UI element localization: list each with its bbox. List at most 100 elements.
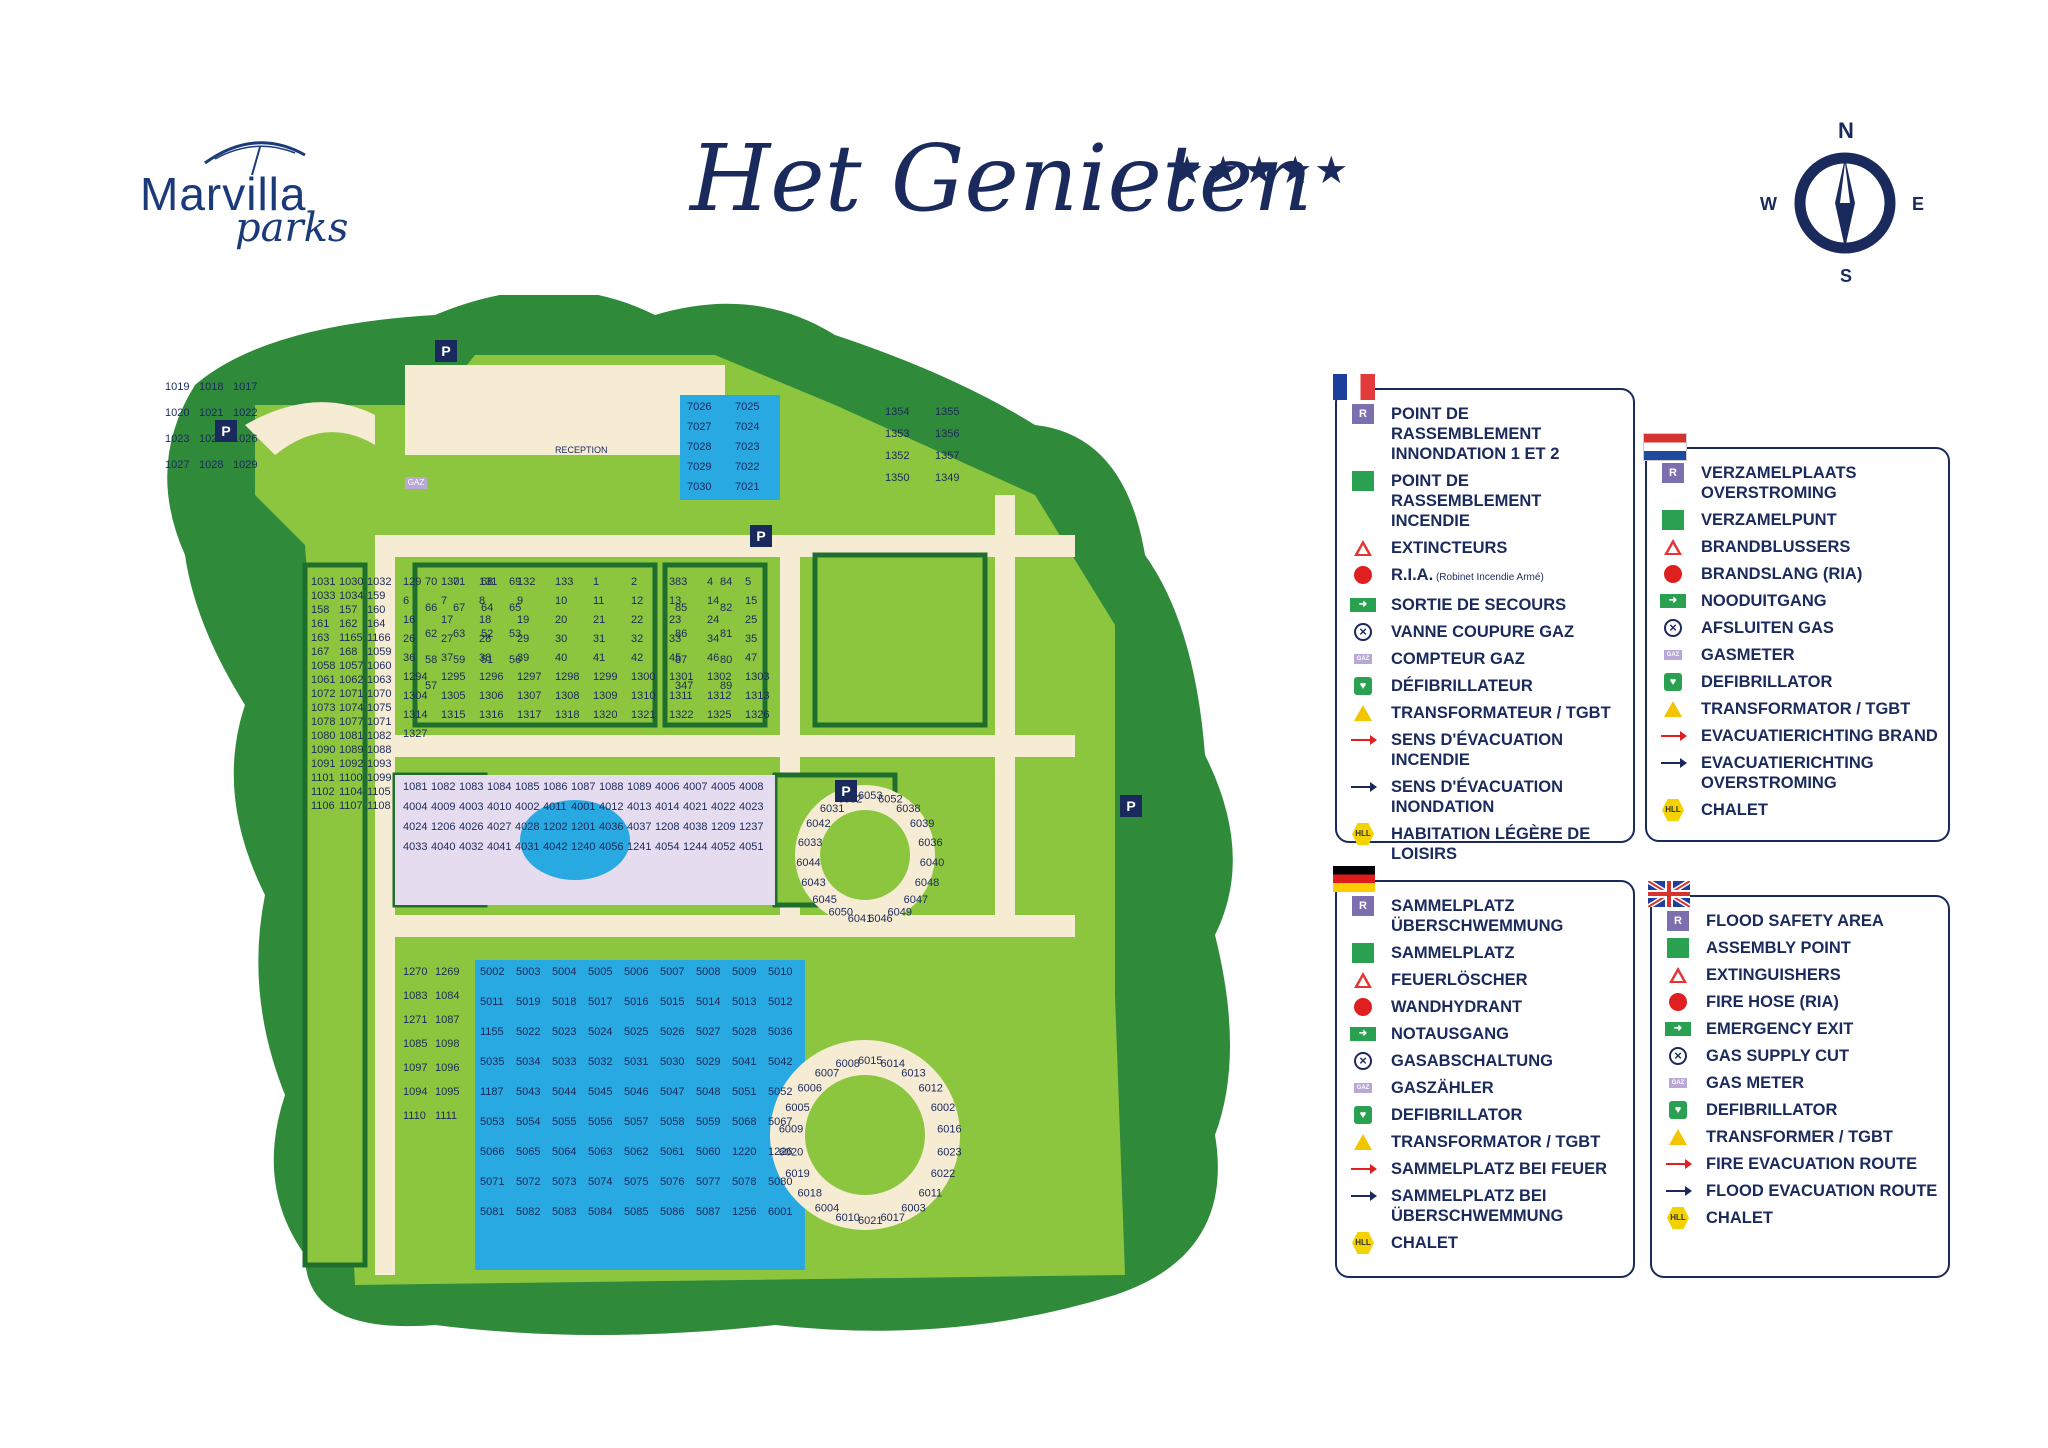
gas-meter-icon: GAZ <box>1349 1078 1377 1098</box>
legend-label: GAS METER <box>1706 1074 1805 1092</box>
lot-number: 1317 <box>517 709 541 721</box>
emergency-exit-icon: ➜ <box>1664 1019 1692 1039</box>
legend-label: VERZAMELPLAATS OVERSTROMING <box>1701 464 1857 502</box>
lot-number: 5048 <box>696 1086 720 1098</box>
lot-number: 1314 <box>403 709 427 721</box>
lot-number: 5009 <box>732 966 756 978</box>
lot-number: 129 <box>403 576 421 588</box>
rating-stars: ★★★★★ <box>1170 150 1351 192</box>
fire-assembly-icon <box>1349 943 1377 963</box>
lot-number: 5007 <box>660 966 684 978</box>
lot-number: 6005 <box>785 1102 809 1114</box>
lot-number: 1106 <box>311 800 335 812</box>
compass-s: S <box>1840 266 1853 286</box>
legend-item: EVACUATIERICHTING BRAND <box>1659 726 1938 746</box>
lot-number: 87 <box>675 654 687 666</box>
parking-icon: P <box>835 780 857 802</box>
lot-number: 1028 <box>199 459 223 471</box>
defibrillator-icon: ♥ <box>1659 672 1687 692</box>
lot-number: 52 <box>481 628 493 640</box>
lot-number: 1088 <box>599 781 623 793</box>
legend-item: ➜NOTAUSGANG <box>1349 1024 1623 1044</box>
lot-number: 6041 <box>848 913 872 925</box>
lot-number: 5023 <box>552 1026 576 1038</box>
legend-label: NOTAUSGANG <box>1391 1025 1509 1043</box>
lot-number: 1105 <box>367 786 391 798</box>
lot-number: 5002 <box>480 966 504 978</box>
flood-route-icon <box>1349 777 1377 797</box>
lot-number: 5071 <box>480 1176 504 1188</box>
lot-number: 4001 <box>571 801 595 813</box>
lot-number: 1021 <box>199 407 223 419</box>
lot-number: 1187 <box>480 1086 504 1098</box>
lot-number: 1304 <box>403 690 427 702</box>
legend-item: GAZ GAS METER <box>1664 1073 1938 1093</box>
lot-number: 1087 <box>435 1014 459 1026</box>
legend-item: ➜SORTIE DE SECOURS <box>1349 595 1623 615</box>
lot-number: 39 <box>517 652 529 664</box>
lot-number: 5056 <box>588 1116 612 1128</box>
legend-label: CHALET <box>1706 1209 1773 1227</box>
lot-number: 1297 <box>517 671 541 683</box>
lot-number: 6018 <box>798 1187 822 1199</box>
gas-valve-icon: × <box>1349 1051 1377 1071</box>
legend-label: R.I.A. (Robinet Incendie Armé) <box>1391 566 1544 584</box>
legend-item: ×AFSLUITEN GAS <box>1659 618 1938 638</box>
gas-meter-icon: GAZ <box>1664 1073 1692 1093</box>
legend-label: DEFIBRILLATOR <box>1701 673 1833 691</box>
lot-number: 28 <box>479 633 491 645</box>
lot-number: 4024 <box>403 821 427 833</box>
lot-number: 5029 <box>696 1056 720 1068</box>
lot-number: 20 <box>555 614 567 626</box>
legend-label: EMERGENCY EXIT <box>1706 1020 1854 1038</box>
gas-meter-icon: GAZ <box>1349 649 1377 669</box>
lot-number: 1027 <box>165 459 189 471</box>
compass-w: W <box>1760 194 1777 214</box>
lot-number: 6053 <box>858 790 882 802</box>
flood-assembly-icon: R <box>1349 404 1377 424</box>
lot-number: 5019 <box>516 996 540 1008</box>
flag-uk-icon <box>1648 881 1690 907</box>
legend-label: SENS D'ÉVACUATION INCENDIE <box>1391 731 1563 769</box>
legend-label: BRANDBLUSSERS <box>1701 538 1851 556</box>
lot-number: 5053 <box>480 1116 504 1128</box>
water-block-top <box>680 395 780 500</box>
lot-number: 5 <box>745 576 751 588</box>
extinguisher-icon <box>1349 970 1377 990</box>
lot-number: 6039 <box>910 818 934 830</box>
lot-number: 1326 <box>745 709 769 721</box>
lot-number: 7030 <box>687 481 711 493</box>
lot-number: 6021 <box>858 1215 882 1227</box>
lot-number: 5013 <box>732 996 756 1008</box>
lot-number: 1201 <box>571 821 595 833</box>
lot-number: 23 <box>669 614 681 626</box>
lot-number: 5080 <box>768 1176 792 1188</box>
lot-number: 14 <box>707 595 719 607</box>
legend-item: WANDHYDRANT <box>1349 997 1623 1017</box>
lot-number: 1086 <box>543 781 567 793</box>
lot-number: 1023 <box>165 433 189 445</box>
lot-number: 6033 <box>798 837 822 849</box>
legend-label: FEUERLÖSCHER <box>1391 971 1528 989</box>
lot-number: 1060 <box>367 660 391 672</box>
lot-number: 30 <box>555 633 567 645</box>
lot-number: 1100 <box>339 772 363 784</box>
lot-number: 25 <box>745 614 757 626</box>
lot-number: 11 <box>593 595 604 607</box>
lot-number: 1307 <box>517 690 541 702</box>
lot-number: 1098 <box>435 1038 459 1050</box>
lot-number: 1241 <box>627 841 651 853</box>
lot-number: 1059 <box>367 646 391 658</box>
lot-number: 6049 <box>888 907 912 919</box>
lot-number: 1084 <box>435 990 459 1002</box>
lot-number: 1030 <box>339 576 363 588</box>
lot-number: 1075 <box>367 702 391 714</box>
lot-number: 1089 <box>339 744 363 756</box>
legend-item: TRANSFORMATOR / TGBT <box>1659 699 1938 719</box>
lot-number: 4040 <box>431 841 455 853</box>
lot-number: 6040 <box>920 857 944 869</box>
lot-number: 1327 <box>403 728 427 740</box>
lot-number: 1311 <box>669 690 693 702</box>
lot-number: 6009 <box>779 1124 803 1136</box>
